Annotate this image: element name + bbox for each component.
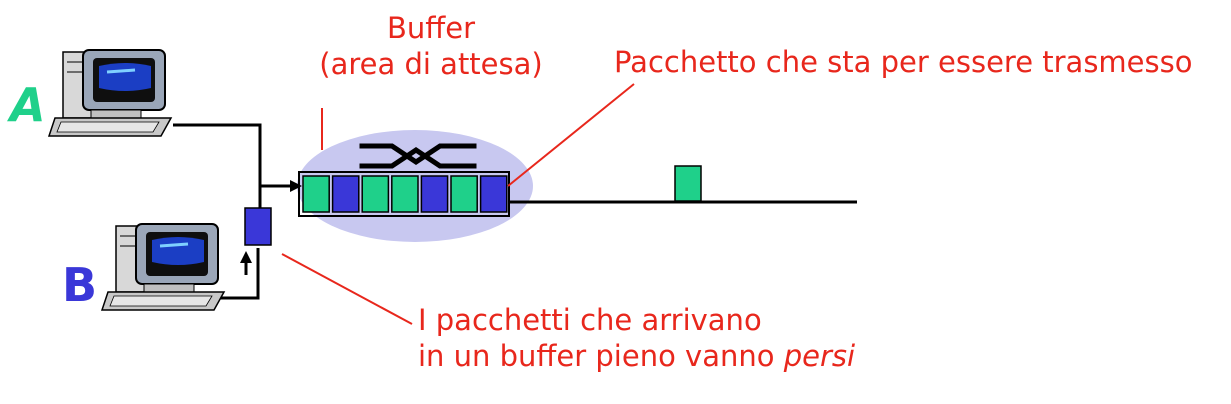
dropped-packet-label-line2: in un buffer pieno vanno persi bbox=[418, 338, 855, 374]
arrow-up-icon bbox=[240, 251, 252, 263]
leader-packet bbox=[507, 83, 635, 187]
buffer-queue bbox=[302, 175, 508, 213]
host-a-label: A bbox=[10, 78, 46, 132]
dropped-packet bbox=[244, 207, 272, 246]
dropped-packet-label: I pacchetti che arrivano in un buffer pi… bbox=[418, 302, 855, 374]
arrow-into-buffer-icon bbox=[290, 180, 302, 192]
dropped-packet-label-line1: I pacchetti che arrivano bbox=[418, 303, 762, 337]
queued-packet bbox=[450, 175, 478, 213]
queued-packet bbox=[331, 175, 360, 213]
buffer-label: Buffer (area di attesa) bbox=[306, 10, 556, 82]
link-into-buffer bbox=[258, 184, 296, 205]
annotation-lines bbox=[281, 83, 635, 325]
queued-packet bbox=[302, 175, 330, 213]
router-switch-icon bbox=[359, 143, 477, 169]
dropped-packet-label-emphasis: persi bbox=[783, 339, 856, 373]
queued-packet bbox=[479, 175, 508, 213]
buffer-label-line1: Buffer bbox=[386, 11, 476, 45]
buffer-queue-frame bbox=[298, 171, 510, 217]
link-host-b bbox=[210, 248, 260, 300]
computer-icon bbox=[100, 223, 226, 311]
queued-packet bbox=[420, 175, 449, 213]
leader-lost bbox=[281, 253, 413, 325]
host-b-label: B bbox=[62, 258, 98, 312]
dropped-packet-label-prefix: in un buffer pieno vanno bbox=[418, 339, 784, 373]
buffer-label-line2: (area di attesa) bbox=[319, 47, 543, 81]
packet-in-transit bbox=[674, 165, 702, 202]
queued-packet bbox=[361, 175, 390, 213]
computer-icon bbox=[47, 49, 173, 137]
links bbox=[173, 123, 857, 300]
link-host-a bbox=[173, 123, 262, 210]
queued-packet bbox=[391, 175, 419, 213]
packet-in-transit-label: Pacchetto che sta per essere trasmesso bbox=[614, 45, 1193, 79]
